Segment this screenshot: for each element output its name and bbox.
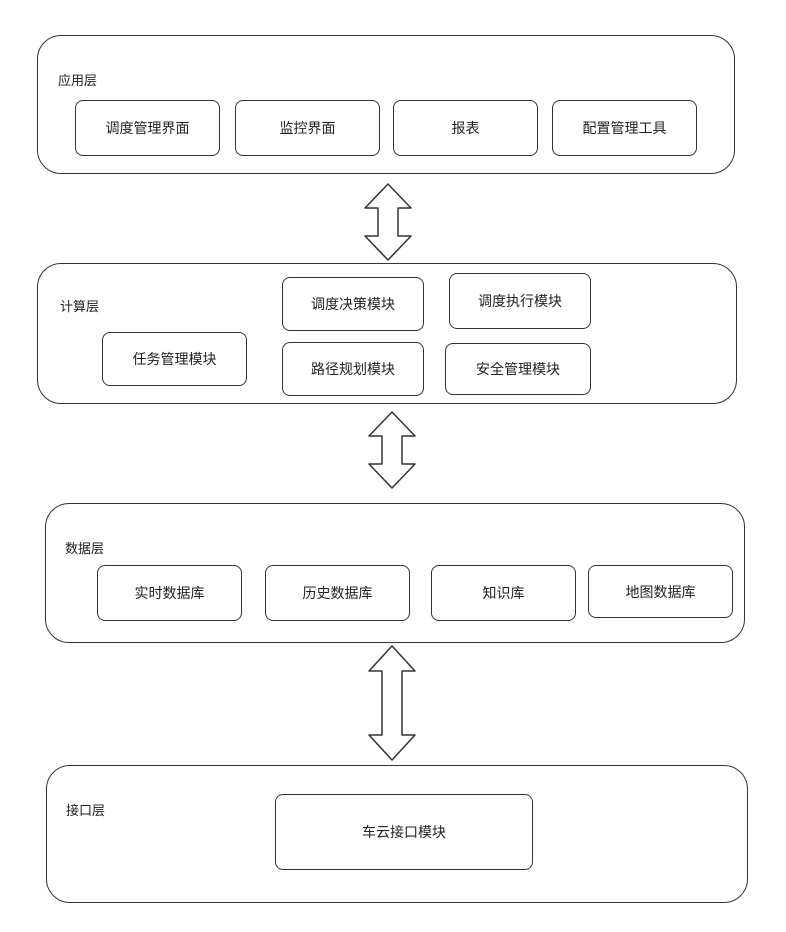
interface-layer-label: 接口层 — [66, 800, 105, 819]
module-dispatch-management-ui: 调度管理界面 — [75, 100, 220, 156]
data-layer-label: 数据层 — [65, 538, 104, 557]
module-knowledge-base: 知识库 — [431, 565, 576, 621]
module-config-management-tool: 配置管理工具 — [552, 100, 697, 156]
double-arrow-icon — [362, 644, 422, 762]
double-arrow-icon — [358, 182, 418, 262]
module-realtime-database: 实时数据库 — [97, 565, 242, 621]
module-security-management: 安全管理模块 — [445, 343, 591, 395]
module-task-management: 任务管理模块 — [102, 332, 247, 386]
compute-layer-label: 计算层 — [60, 296, 99, 315]
module-dispatch-decision: 调度决策模块 — [282, 277, 424, 331]
module-dispatch-execution: 调度执行模块 — [449, 273, 591, 329]
module-vehicle-cloud-interface: 车云接口模块 — [275, 794, 533, 870]
module-historical-database: 历史数据库 — [265, 565, 410, 621]
module-monitoring-ui: 监控界面 — [235, 100, 380, 156]
double-arrow-icon — [362, 410, 422, 490]
module-map-database: 地图数据库 — [588, 565, 733, 618]
module-reports: 报表 — [393, 100, 538, 156]
module-path-planning: 路径规划模块 — [282, 342, 424, 396]
application-layer-label: 应用层 — [58, 70, 97, 89]
